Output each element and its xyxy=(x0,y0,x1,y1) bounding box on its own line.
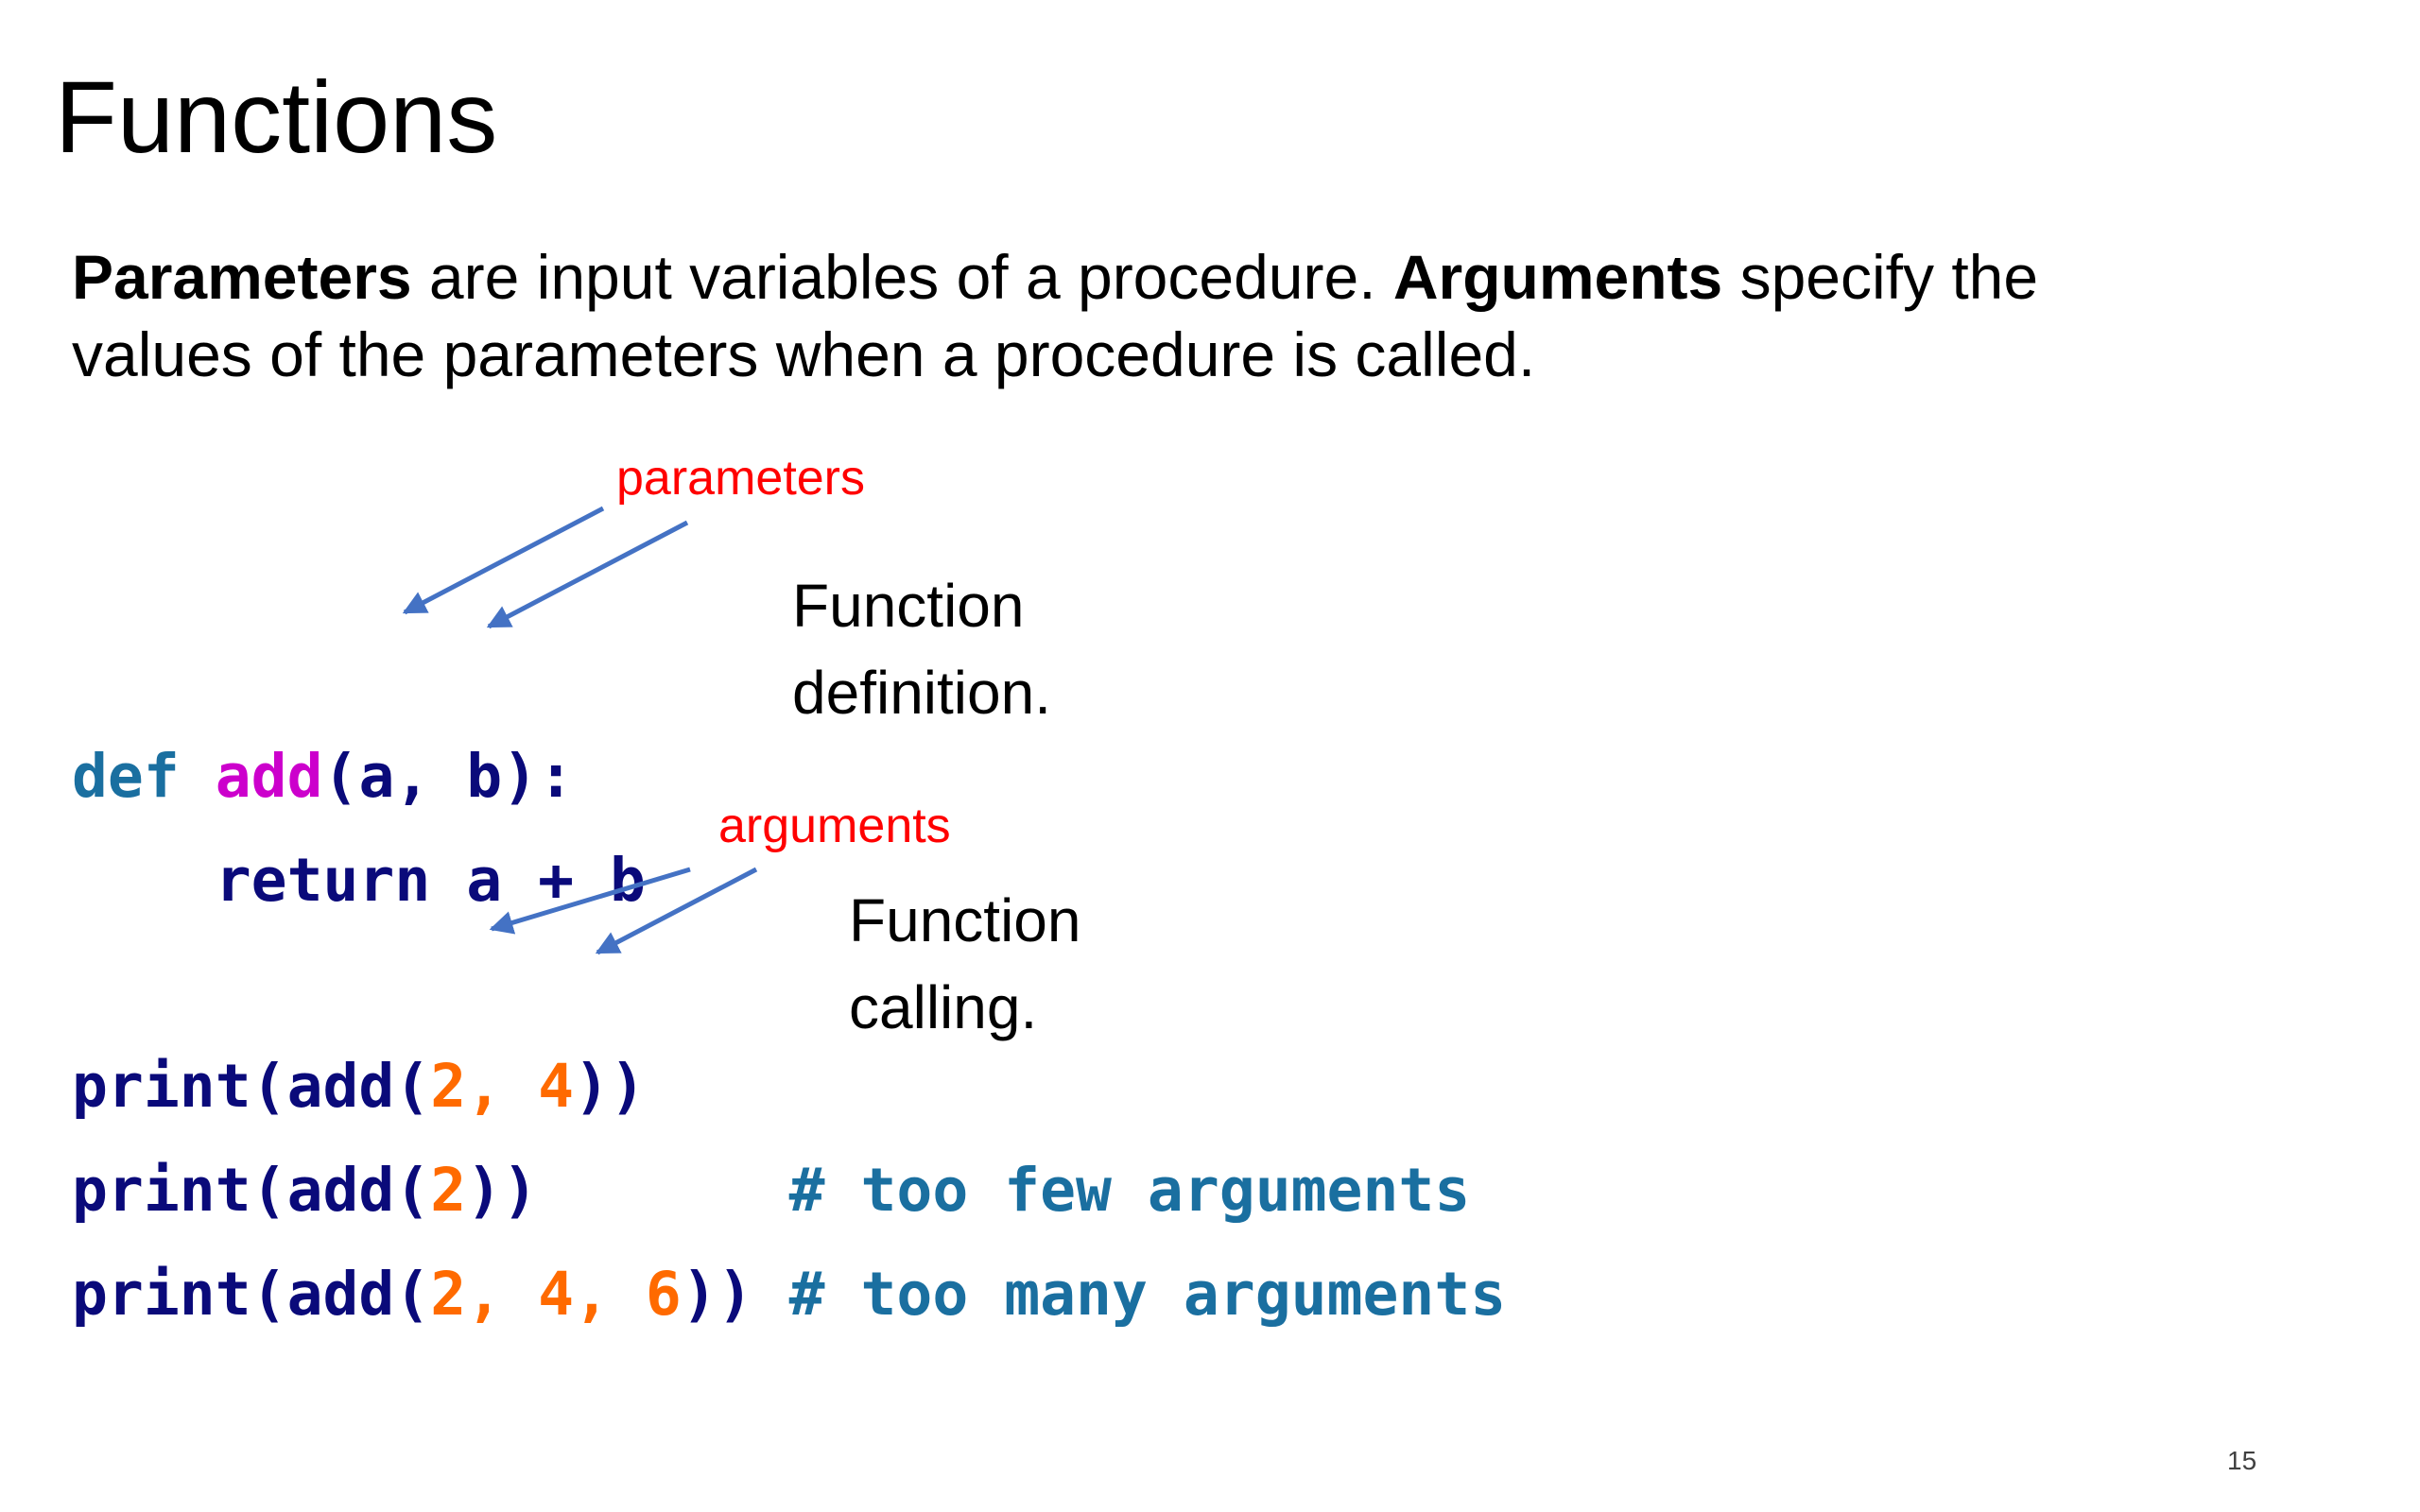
comment-too-many: # too many arguments xyxy=(788,1260,1507,1329)
parameters-label: parameters xyxy=(616,451,865,506)
parameter-arrow-a xyxy=(402,506,605,615)
function-calling-note: Function calling. xyxy=(849,877,1080,1051)
call-suffix: )) xyxy=(466,1156,539,1225)
function-name: add xyxy=(215,742,323,811)
function-params: (a, b): xyxy=(322,742,575,811)
calling-line-1: Function xyxy=(849,886,1081,954)
arg-number: 6 xyxy=(645,1260,682,1329)
code-line-call-ok: print(add(2, 4)) xyxy=(72,1057,646,1116)
term-parameters: Parameters xyxy=(72,242,412,312)
code-line-return: return a + b xyxy=(72,850,646,910)
intro-line-1: Parameters are input variables of a proc… xyxy=(72,238,2246,316)
arg-separator: , xyxy=(466,1260,539,1329)
call-prefix: print(add( xyxy=(72,1156,431,1225)
arg-number: 4 xyxy=(538,1052,575,1121)
arg-separator: , xyxy=(466,1052,539,1121)
call-prefix: print(add( xyxy=(72,1052,431,1121)
call-suffix: )) xyxy=(681,1260,753,1329)
arg-number: 4 xyxy=(538,1260,575,1329)
argument-arrow-b xyxy=(595,867,758,955)
intro-line-2: values of the parameters when a procedur… xyxy=(72,319,1536,389)
comment-too-few: # too few arguments xyxy=(788,1156,1471,1225)
call-prefix: print(add( xyxy=(72,1260,431,1329)
call-suffix: )) xyxy=(574,1052,646,1121)
parameter-arrow-b xyxy=(486,520,689,629)
arg-number: 2 xyxy=(430,1156,467,1225)
calling-line-2: calling. xyxy=(849,973,1038,1041)
page-number: 15 xyxy=(2227,1446,2257,1475)
arg-number: 2 xyxy=(430,1260,467,1329)
arg-separator: , xyxy=(574,1260,646,1329)
keyword-def: def xyxy=(72,742,180,811)
code-line-call-many: print(add(2, 4, 6)) # too many arguments xyxy=(72,1264,1506,1324)
intro-text-2: specify the xyxy=(1722,242,2039,312)
intro-paragraph: Parameters are input variables of a proc… xyxy=(72,238,2246,393)
definition-line-1: Function xyxy=(792,572,1025,640)
return-statement: return a + b xyxy=(215,846,646,915)
function-definition-note: Function definition. xyxy=(792,562,1051,736)
code-line-def: def add(a, b): xyxy=(72,747,574,806)
arg-number: 2 xyxy=(430,1052,467,1121)
argument-arrow-a xyxy=(489,867,691,935)
intro-text-1: are input variables of a procedure. xyxy=(411,242,1393,312)
arguments-label: arguments xyxy=(718,799,951,853)
code-line-call-few: print(add(2)) # too few arguments xyxy=(72,1160,1470,1220)
slide-title: Functions xyxy=(55,60,498,174)
definition-line-2: definition. xyxy=(792,659,1051,727)
term-arguments: Arguments xyxy=(1392,242,1723,312)
